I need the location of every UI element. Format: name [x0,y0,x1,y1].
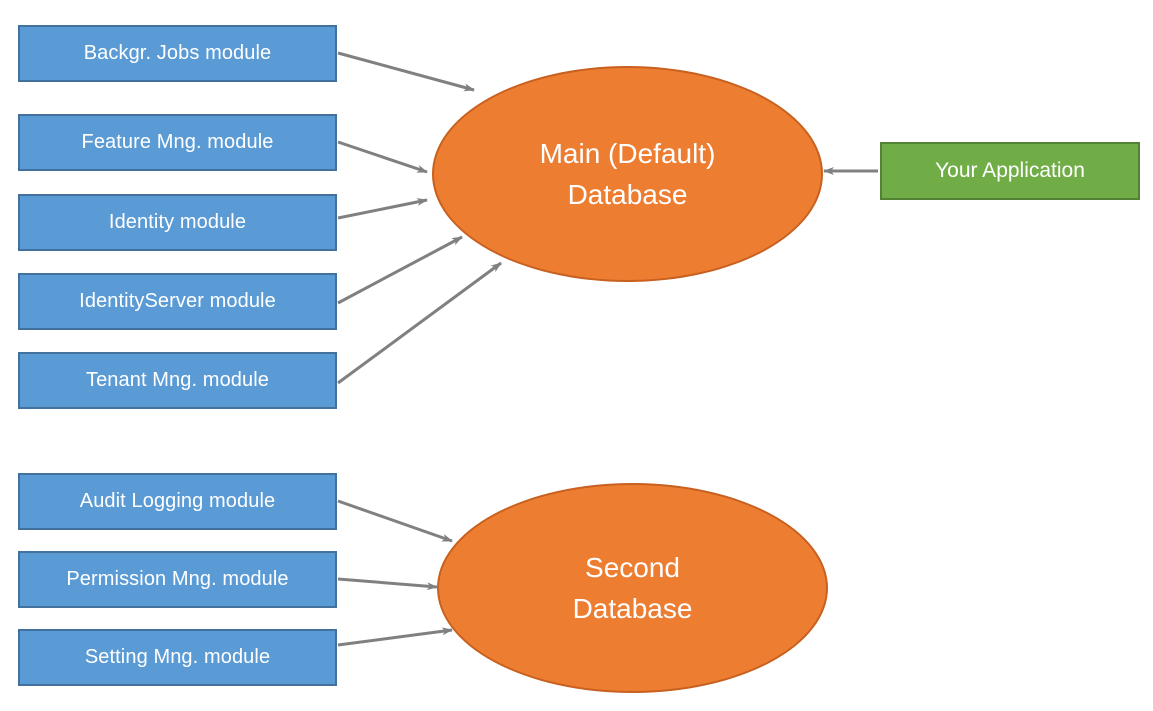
module-label: Audit Logging module [79,489,276,512]
arrow-identity-to-main-db [337,198,428,220]
module-box-setting-mng[interactable]: Setting Mng. module [18,629,337,686]
application-box[interactable]: Your Application [880,142,1140,200]
arrow-tenant-mng-to-main-db [337,261,502,385]
arrow-feature-mng-to-main-db [337,140,428,174]
database-node-main[interactable]: Main (Default) Database [432,66,823,282]
module-label: Feature Mng. module [81,130,274,153]
module-box-identityserver[interactable]: IdentityServer module [18,273,337,330]
module-label: Tenant Mng. module [85,368,270,391]
arrow-identityserver-to-main-db [337,235,463,305]
arrow-backgr-jobs-to-main-db [337,51,475,92]
module-box-feature-mng[interactable]: Feature Mng. module [18,114,337,171]
database-label-line1: Second [585,551,680,583]
application-label: Your Application [935,158,1085,182]
database-label-line2: Database [567,179,688,210]
module-label: Backgr. Jobs module [83,41,272,64]
arrow-audit-logging-to-second-db [337,499,453,543]
module-box-permission-mng[interactable]: Permission Mng. module [18,551,337,608]
arrow-setting-mng-to-second-db [337,627,453,647]
module-box-backgr-jobs[interactable]: Backgr. Jobs module [18,25,337,82]
module-label: Permission Mng. module [66,567,289,590]
module-box-tenant-mng[interactable]: Tenant Mng. module [18,352,337,409]
module-label: IdentityServer module [79,289,276,312]
module-label: Identity module [108,210,247,233]
module-label: Setting Mng. module [84,645,271,668]
database-label-line2: Database [572,593,693,624]
database-label-line1: Main (Default) [539,137,716,169]
module-box-identity[interactable]: Identity module [18,194,337,251]
database-node-second[interactable]: Second Database [437,483,828,693]
arrow-permission-mng-to-second-db [337,577,438,591]
module-box-audit-logging[interactable]: Audit Logging module [18,473,337,530]
